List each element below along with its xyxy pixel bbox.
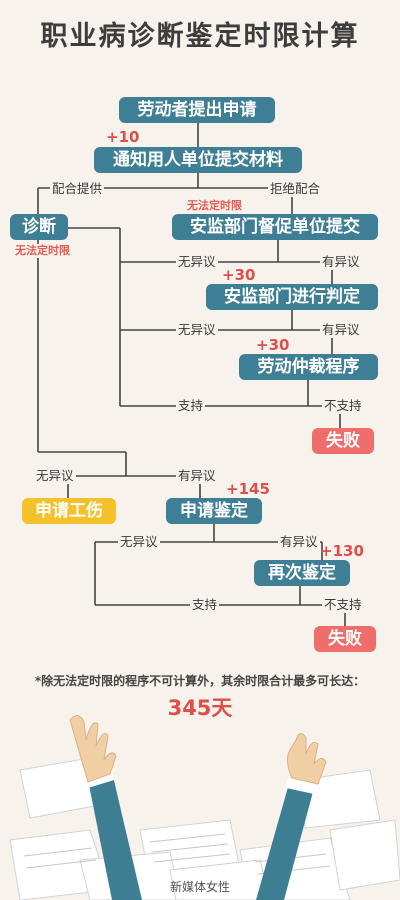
add-arbitration: +30 xyxy=(256,336,290,354)
node-appraisal: 申请鉴定 xyxy=(166,498,262,524)
label-no-objection-2: 无异议 xyxy=(176,322,218,338)
add-reappraisal: +130 xyxy=(320,542,364,560)
label-cooperate: 配合提供 xyxy=(50,181,105,197)
label-objection-1: 有异议 xyxy=(320,254,362,270)
label-support-2: 支持 xyxy=(190,597,220,613)
footer-watermark: 新媒体女性 xyxy=(169,880,230,894)
label-not-support-1: 不支持 xyxy=(322,398,364,414)
add-appraisal: +145 xyxy=(226,480,270,498)
label-no-objection-1: 无异议 xyxy=(176,254,218,270)
node-arbitration: 劳动仲裁程序 xyxy=(239,354,378,380)
node-diagnose: 诊断 xyxy=(10,214,68,240)
illustration-paper-pile xyxy=(9,715,400,900)
label-refuse: 拒绝配合 xyxy=(268,181,323,197)
label-not-support-2: 不支持 xyxy=(322,597,364,613)
node-fail-2: 失败 xyxy=(314,626,376,652)
node-fail-1: 失败 xyxy=(312,428,374,454)
add-notify: +10 xyxy=(106,128,140,146)
page-title: 职业病诊断鉴定时限计算 xyxy=(40,21,360,52)
no-limit-supervise: 无法定时限 xyxy=(186,199,243,213)
node-injury: 申请工伤 xyxy=(22,498,116,524)
total-days: 345天 xyxy=(167,696,233,720)
add-judge: +30 xyxy=(222,266,256,284)
node-apply: 劳动者提出申请 xyxy=(119,97,275,123)
label-objection-3: 有异议 xyxy=(176,468,218,484)
label-support-1: 支持 xyxy=(176,398,206,414)
label-objection-4: 有异议 xyxy=(278,534,320,550)
node-supervise: 安监部门督促单位提交 xyxy=(172,214,378,240)
node-judge: 安监部门进行判定 xyxy=(206,284,378,310)
label-objection-2: 有异议 xyxy=(320,322,362,338)
footnote: *除无法定时限的程序不可计算外，其余时限合计最多可长达： xyxy=(34,674,366,688)
node-reappraisal: 再次鉴定 xyxy=(254,560,350,586)
node-notify: 通知用人单位提交材料 xyxy=(94,147,302,173)
label-no-objection-3: 无异议 xyxy=(34,468,76,484)
no-limit-diagnose: 无法定时限 xyxy=(14,244,71,258)
label-no-objection-4: 无异议 xyxy=(118,534,160,550)
